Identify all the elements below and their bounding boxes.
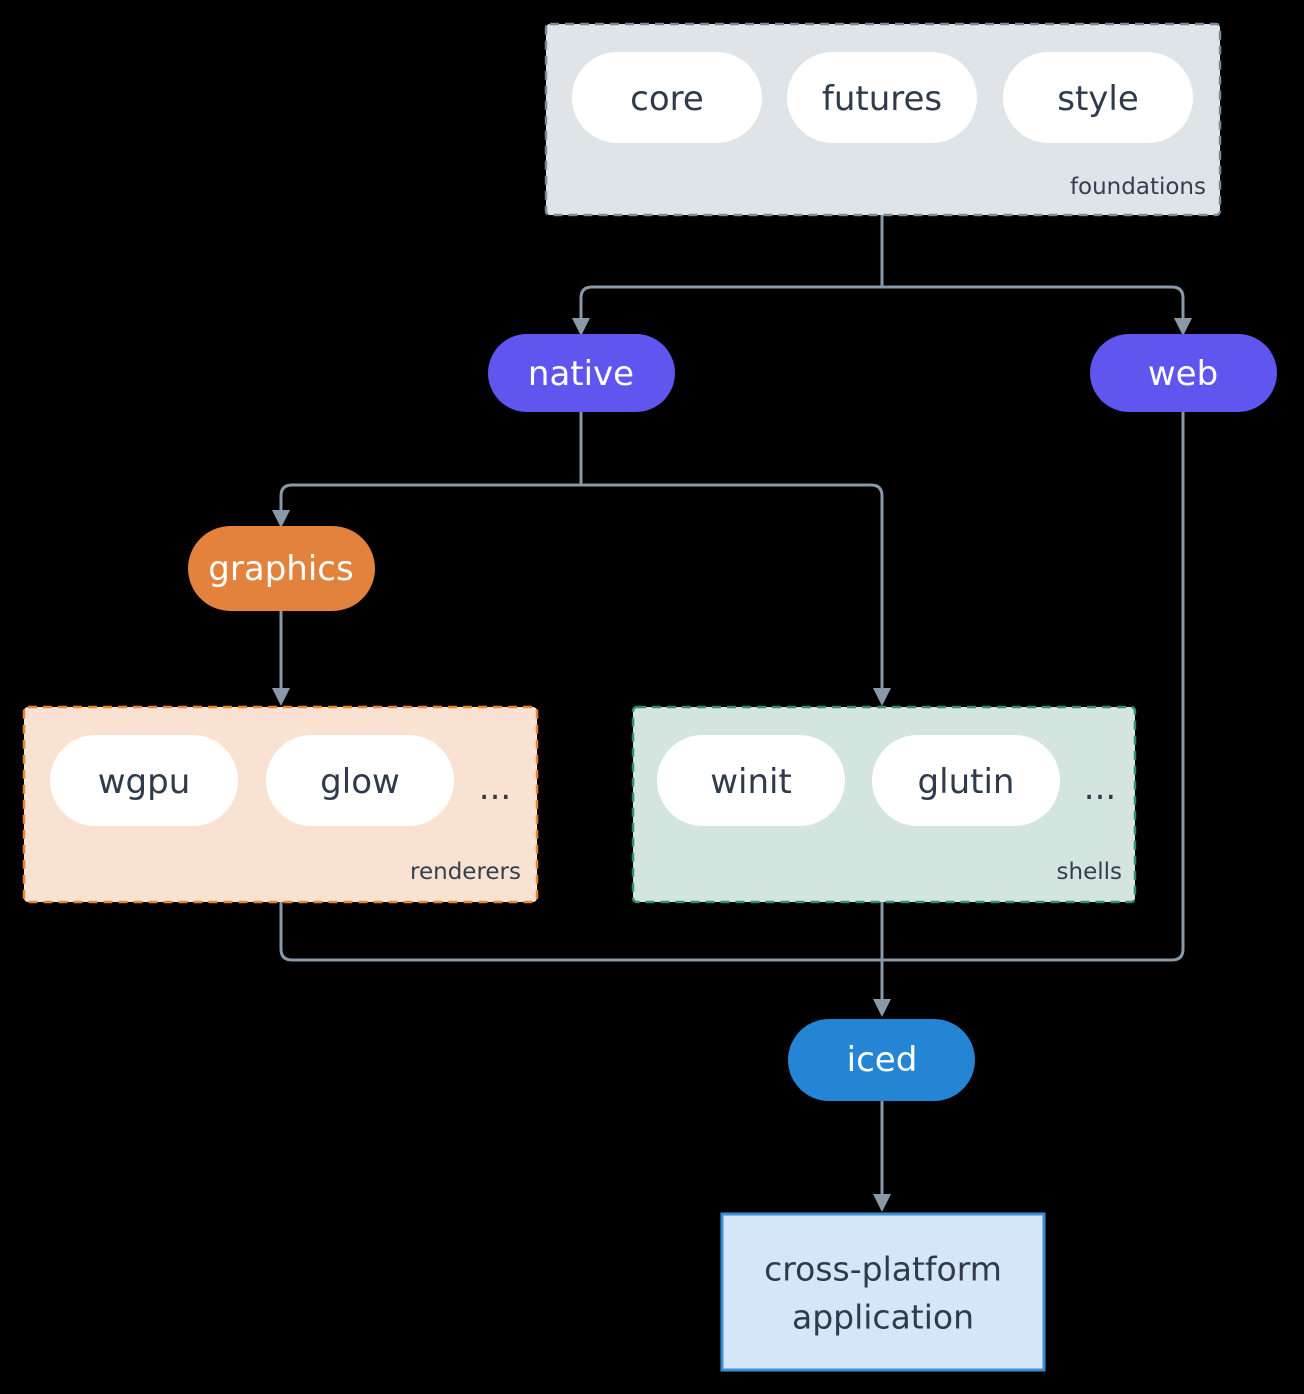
group-shells-member-glutin[interactable]: glutin	[872, 735, 1060, 826]
group-foundations[interactable]: core futures style foundations	[544, 22, 1222, 217]
node-web-label: web	[1148, 354, 1218, 394]
pill-core-label: core	[630, 79, 704, 119]
pill-glow-label: glow	[320, 762, 400, 802]
pill-style-label: style	[1057, 79, 1139, 119]
group-shells-ellipsis: ...	[1084, 768, 1116, 808]
group-shells-member-winit[interactable]: winit	[657, 735, 845, 826]
pill-core	[572, 52, 762, 143]
group-foundations-member-core[interactable]: core	[572, 52, 762, 143]
node-iced[interactable]: iced	[788, 1019, 975, 1101]
pill-glutin-label: glutin	[918, 762, 1015, 802]
edge-layer	[272, 213, 1192, 1212]
node-graphics-label: graphics	[208, 549, 353, 589]
node-application-line2: application	[792, 1298, 974, 1337]
group-renderers-member-wgpu[interactable]: wgpu	[50, 735, 238, 826]
node-web-shape	[1090, 334, 1277, 412]
node-native-shape	[488, 334, 675, 412]
pill-glutin	[872, 735, 1060, 826]
pill-futures-label: futures	[822, 79, 942, 119]
arrowhead-shells	[873, 688, 891, 706]
group-renderers-label: renderers	[410, 859, 521, 885]
pill-style	[1003, 52, 1193, 143]
pill-wgpu	[50, 735, 238, 826]
edge-renderers-to-iced	[279, 900, 884, 962]
arrowhead-web	[1174, 318, 1192, 336]
arrowhead-graphics	[272, 510, 290, 528]
node-graphics-shape	[188, 526, 375, 611]
group-renderers-member-glow[interactable]: glow	[266, 735, 454, 826]
arrowhead-application	[873, 1194, 891, 1212]
arrowhead-renderers	[272, 688, 290, 706]
group-foundations-member-style[interactable]: style	[1003, 52, 1193, 143]
node-web[interactable]: web	[1090, 334, 1277, 412]
node-native-label: native	[528, 354, 634, 394]
pill-futures	[787, 52, 977, 143]
group-shells-label: shells	[1057, 859, 1122, 885]
node-iced-shape	[788, 1019, 975, 1101]
edge-web-to-iced	[880, 410, 1185, 962]
group-foundations-label: foundations	[1070, 174, 1206, 200]
edge-foundations-to-native	[579, 285, 884, 324]
group-foundations-member-futures[interactable]: futures	[787, 52, 977, 143]
group-renderers-ellipsis: ...	[479, 768, 511, 808]
pill-wgpu-label: wgpu	[98, 762, 191, 802]
node-graphics[interactable]: graphics	[188, 526, 375, 611]
pill-winit-label: winit	[710, 762, 792, 802]
arrowhead-native	[572, 318, 590, 336]
node-application-line1: cross-platform	[764, 1250, 1002, 1289]
node-application-shape	[720, 1212, 1046, 1372]
node-application[interactable]: cross-platform application	[720, 1212, 1046, 1372]
node-iced-label: iced	[847, 1040, 918, 1080]
arrowhead-iced	[873, 999, 891, 1017]
node-native[interactable]: native	[488, 334, 675, 412]
pill-glow	[266, 735, 454, 826]
edge-foundations-to-web	[880, 285, 1185, 324]
edge-native-to-shells	[579, 483, 884, 694]
group-renderers[interactable]: wgpu glow ... renderers	[22, 705, 539, 904]
group-shells[interactable]: winit glutin ... shells	[631, 705, 1137, 904]
edge-native-to-graphics	[279, 483, 583, 516]
pill-winit	[657, 735, 845, 826]
